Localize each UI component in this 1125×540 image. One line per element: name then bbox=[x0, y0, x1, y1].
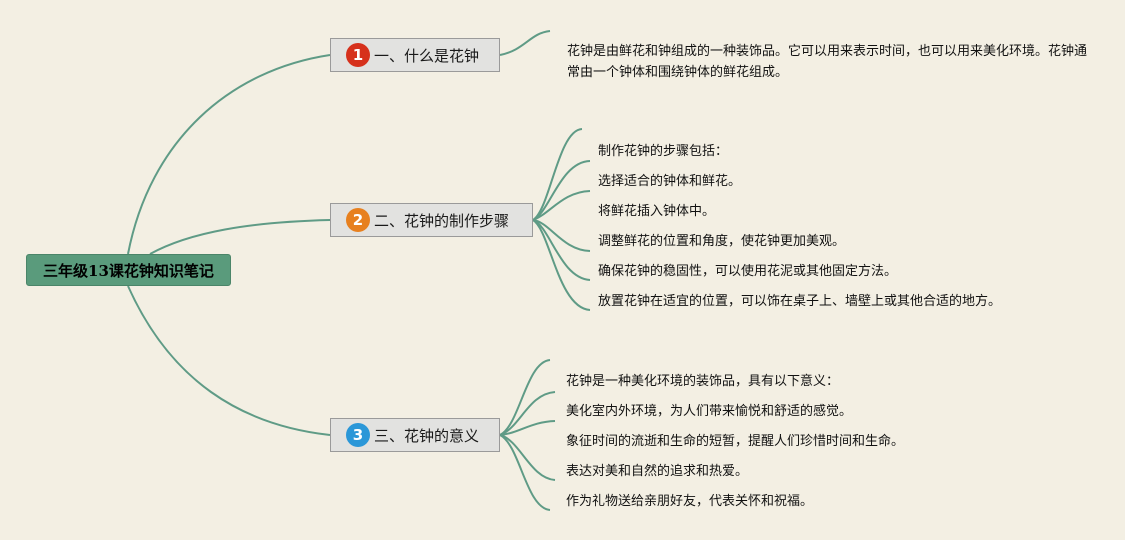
branch-topic-2[interactable]: 2 二、花钟的制作步骤 bbox=[330, 203, 533, 237]
connector-branch-3-leaf-3 bbox=[499, 420, 556, 436]
connector-root-branch-2 bbox=[149, 219, 331, 255]
connector-branch-2-leaf-1 bbox=[532, 128, 583, 221]
connector-root-branch-1 bbox=[127, 54, 331, 255]
connector-branch-3-leaf-4 bbox=[499, 434, 556, 481]
number-badge-2: 2 bbox=[346, 208, 370, 232]
root-topic[interactable]: 三年级13课花钟知识笔记 bbox=[26, 254, 231, 286]
connector-branch-2-leaf-6 bbox=[532, 219, 591, 311]
branch-topic-1[interactable]: 1 一、什么是花钟 bbox=[330, 38, 500, 72]
connector-branch-3-leaf-1 bbox=[499, 359, 551, 436]
leaf-3-4[interactable]: 表达对美和自然的追求和热爱。 bbox=[566, 464, 749, 479]
branch-title-2: 二、花钟的制作步骤 bbox=[374, 211, 510, 230]
branch-title-1: 一、什么是花钟 bbox=[374, 46, 480, 65]
leaf-2-6[interactable]: 放置花钟在适宜的位置，可以饰在桌子上、墙壁上或其他合适的地方。 bbox=[598, 294, 1002, 309]
leaf-2-2[interactable]: 选择适合的钟体和鲜花。 bbox=[598, 174, 742, 189]
leaf-2-4[interactable]: 调整鲜花的位置和角度，使花钟更加美观。 bbox=[598, 234, 846, 249]
leaf-2-5[interactable]: 确保花钟的稳固性，可以使用花泥或其他固定方法。 bbox=[598, 264, 898, 279]
leaf-1-1[interactable]: 花钟是由鲜花和钟组成的一种装饰品。它可以用来表示时间，也可以用来美化环境。花钟通… bbox=[567, 44, 1088, 80]
connector-branch-3-leaf-5 bbox=[499, 434, 551, 511]
leaf-3-5[interactable]: 作为礼物送给亲朋好友，代表关怀和祝福。 bbox=[566, 494, 814, 509]
branch-title-3: 三、花钟的意义 bbox=[374, 426, 480, 445]
connector-branch-3-leaf-2 bbox=[499, 391, 556, 436]
connector-branch-1-leaf-1 bbox=[499, 30, 551, 56]
number-badge-3: 3 bbox=[346, 423, 370, 447]
number-badge-1: 1 bbox=[346, 43, 370, 67]
leaf-3-1[interactable]: 花钟是一种美化环境的装饰品，具有以下意义： bbox=[566, 374, 840, 389]
leaf-3-2[interactable]: 美化室内外环境，为人们带来愉悦和舒适的感觉。 bbox=[566, 404, 853, 419]
connector-root-branch-3 bbox=[127, 285, 331, 436]
leaf-2-3[interactable]: 将鲜花插入钟体中。 bbox=[598, 204, 716, 219]
leaf-2-1[interactable]: 制作花钟的步骤包括： bbox=[598, 144, 729, 159]
connector-branch-2-leaf-3 bbox=[532, 190, 591, 221]
connector-branch-2-leaf-4 bbox=[532, 219, 591, 252]
connector-branch-2-leaf-2 bbox=[532, 160, 591, 221]
connector-branch-2-leaf-5 bbox=[532, 219, 591, 281]
branch-topic-3[interactable]: 3 三、花钟的意义 bbox=[330, 418, 500, 452]
leaf-3-3[interactable]: 象征时间的流逝和生命的短暂，提醒人们珍惜时间和生命。 bbox=[566, 434, 905, 449]
